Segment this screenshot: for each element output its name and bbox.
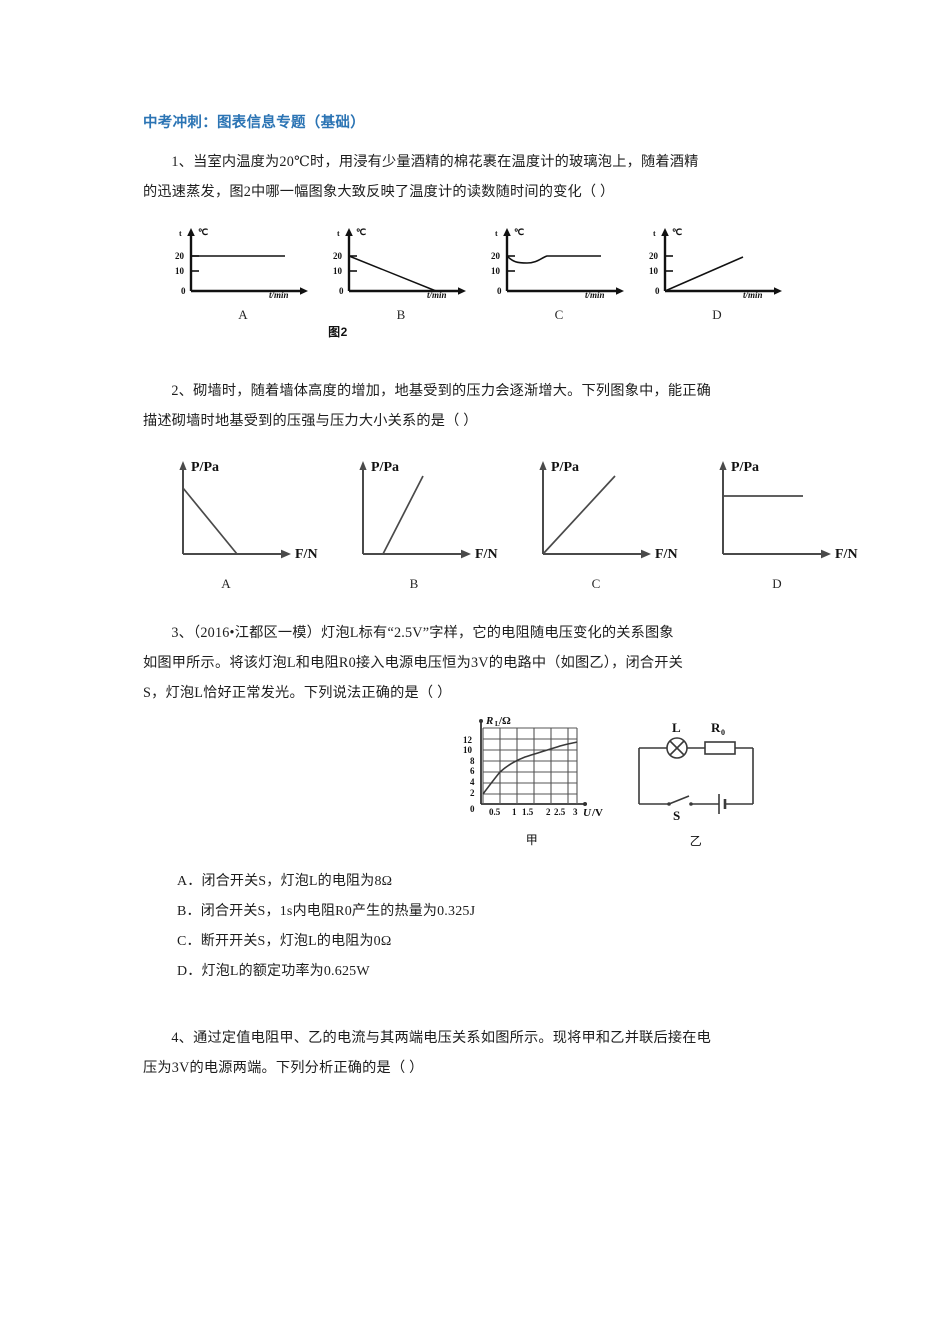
q1-graph-A: t ℃ 20 10 0 t/min A	[173, 225, 313, 323]
svg-text:t: t	[653, 229, 656, 238]
svg-text:L: L	[672, 720, 681, 735]
svg-text:/V: /V	[591, 807, 603, 819]
q3-graph-caption: 甲	[525, 832, 539, 847]
svg-text:F/N: F/N	[475, 547, 498, 562]
question-4-line-1: 4、通过定值电阻甲、乙的电流与其两端电压关系如图所示。现将甲和乙并联后接在电	[171, 1029, 712, 1046]
svg-text:t/min: t/min	[585, 290, 605, 300]
question-3-figure: 12 10 8 6 4 2 0 0.5 1 1.5 2 2.5 3	[143, 712, 823, 849]
svg-text:20: 20	[649, 251, 659, 261]
option-B: B．闭合开关S，1s内电阻R0产生的热量为0.325J	[177, 903, 476, 919]
q1-figure-caption: 图2	[328, 324, 348, 339]
q1-graph-D-label: D	[712, 306, 722, 322]
svg-text:10: 10	[649, 266, 659, 276]
svg-text:0: 0	[655, 286, 660, 296]
question-3-line-3: S，灯泡L恰好正常发光。下列说法正确的是（ ）	[143, 684, 452, 701]
question-3-options: A．闭合开关S，灯泡L的电阻为8Ω B．闭合开关S，1s内电阻R0产生的热量为0…	[143, 867, 823, 987]
svg-text:0: 0	[497, 286, 502, 296]
svg-text:t: t	[495, 229, 498, 238]
svg-text:F/N: F/N	[655, 547, 678, 562]
option-D: D．灯泡L的额定功率为0.625W	[177, 963, 370, 979]
svg-text:R: R	[485, 715, 493, 727]
question-1-line-2: 的迅速蒸发，图2中哪一幅图象大致反映了温度计的读数随时间的变化（ ）	[143, 183, 615, 200]
svg-text:℃: ℃	[198, 227, 208, 237]
svg-text:F/N: F/N	[295, 547, 318, 562]
svg-text:8: 8	[470, 756, 475, 766]
svg-text:2: 2	[470, 788, 475, 798]
q1-graph-C: t ℃ 20 10 0 t/min C	[489, 225, 629, 323]
q3-circuit-diagram: L R 0	[627, 720, 765, 849]
svg-text:t/min: t/min	[743, 290, 763, 300]
q2-graph-D-label: D	[772, 575, 782, 591]
svg-text:℃: ℃	[356, 227, 366, 237]
svg-text:3: 3	[573, 807, 578, 817]
q2-graph-A: P/Pa F/N A	[161, 454, 333, 592]
svg-text:2: 2	[546, 807, 551, 817]
svg-text:U: U	[583, 807, 592, 819]
svg-text:10: 10	[175, 266, 185, 276]
svg-text:t/min: t/min	[269, 290, 289, 300]
q1-graph-B: t ℃ 20 10 0 t/min B	[331, 225, 471, 323]
q2-graph-B: P/Pa F/N B	[341, 454, 513, 592]
q3-resistance-voltage-graph: 12 10 8 6 4 2 0 0.5 1 1.5 2 2.5 3	[453, 712, 611, 848]
svg-text:t: t	[337, 229, 340, 238]
svg-text:0: 0	[721, 728, 725, 737]
question-1-figure: t ℃ 20 10 0 t/min A	[143, 225, 823, 340]
question-4-line-2: 压为3V的电源两端。下列分析正确的是（ ）	[143, 1059, 424, 1076]
svg-text:S: S	[673, 808, 680, 823]
question-2-line-1: 2、砌墙时，随着墙体高度的增加，地基受到的压力会逐渐增大。下列图象中，能正确	[171, 382, 712, 399]
svg-text:0.5: 0.5	[489, 807, 501, 817]
svg-text:F/N: F/N	[835, 547, 858, 562]
svg-text:℃: ℃	[514, 227, 524, 237]
svg-text:10: 10	[333, 266, 343, 276]
q2-graph-B-label: B	[409, 575, 419, 591]
q1-graph-B-label: B	[396, 306, 406, 322]
question-3-line-1: 3、（2016•江都区一模）灯泡L标有“2.5V”字样，它的电阻随电压变化的关系…	[171, 624, 674, 641]
svg-text:1: 1	[512, 807, 517, 817]
q1-graph-D: t ℃ 20 10 0 t/min D	[647, 225, 787, 323]
svg-text:℃: ℃	[672, 227, 682, 237]
svg-text:6: 6	[470, 766, 475, 776]
q1-graph-A-label: A	[238, 306, 248, 322]
svg-text:1.5: 1.5	[522, 807, 534, 817]
question-3-line-2: 如图甲所示。将该灯泡L和电阻R0接入电源电压恒为3V的电路中（如图乙），闭合开关	[143, 654, 684, 671]
svg-text:20: 20	[491, 251, 501, 261]
svg-text:L: L	[495, 720, 500, 728]
svg-text:P/Pa: P/Pa	[731, 460, 759, 475]
q2-graph-C-label: C	[591, 575, 601, 591]
option-C: C．断开开关S，灯泡L的电阻为0Ω	[177, 933, 392, 949]
svg-text:P/Pa: P/Pa	[551, 460, 579, 475]
document-content: 中考冲刺：图表信息专题（基础） 1、当室内温度为20℃时，用浸有少量酒精的棉花裹…	[143, 114, 858, 1083]
q2-graph-A-label: A	[221, 575, 231, 591]
q2-graph-D: P/Pa F/N D	[701, 454, 873, 592]
svg-text:t: t	[179, 229, 182, 238]
svg-text:20: 20	[333, 251, 343, 261]
option-A: A．闭合开关S，灯泡L的电阻为8Ω	[177, 873, 393, 889]
q2-graph-C: P/Pa F/N C	[521, 454, 693, 592]
question-1-line-1: 1、当室内温度为20℃时，用浸有少量酒精的棉花裹在温度计的玻璃泡上，随着酒精	[171, 153, 699, 170]
svg-text:20: 20	[175, 251, 185, 261]
question-2-line-2: 描述砌墙时地基受到的压强与压力大小关系的是（ ）	[143, 412, 478, 429]
page-title: 中考冲刺：图表信息专题（基础）	[143, 115, 365, 131]
svg-text:/Ω: /Ω	[498, 715, 511, 727]
svg-text:12: 12	[463, 735, 473, 745]
svg-text:0: 0	[339, 286, 344, 296]
svg-text:10: 10	[491, 266, 501, 276]
svg-text:4: 4	[470, 777, 475, 787]
svg-text:0: 0	[470, 804, 475, 814]
svg-text:2.5: 2.5	[554, 807, 566, 817]
svg-text:t/min: t/min	[427, 290, 447, 300]
svg-text:R: R	[711, 720, 721, 735]
q3-circuit-caption: 乙	[689, 833, 703, 848]
svg-text:P/Pa: P/Pa	[191, 460, 219, 475]
svg-text:10: 10	[463, 745, 473, 755]
svg-text:0: 0	[181, 286, 186, 296]
svg-text:P/Pa: P/Pa	[371, 460, 399, 475]
q1-graph-C-label: C	[554, 306, 564, 322]
question-2-figure: P/Pa F/N A P/Pa F/N	[143, 454, 858, 592]
